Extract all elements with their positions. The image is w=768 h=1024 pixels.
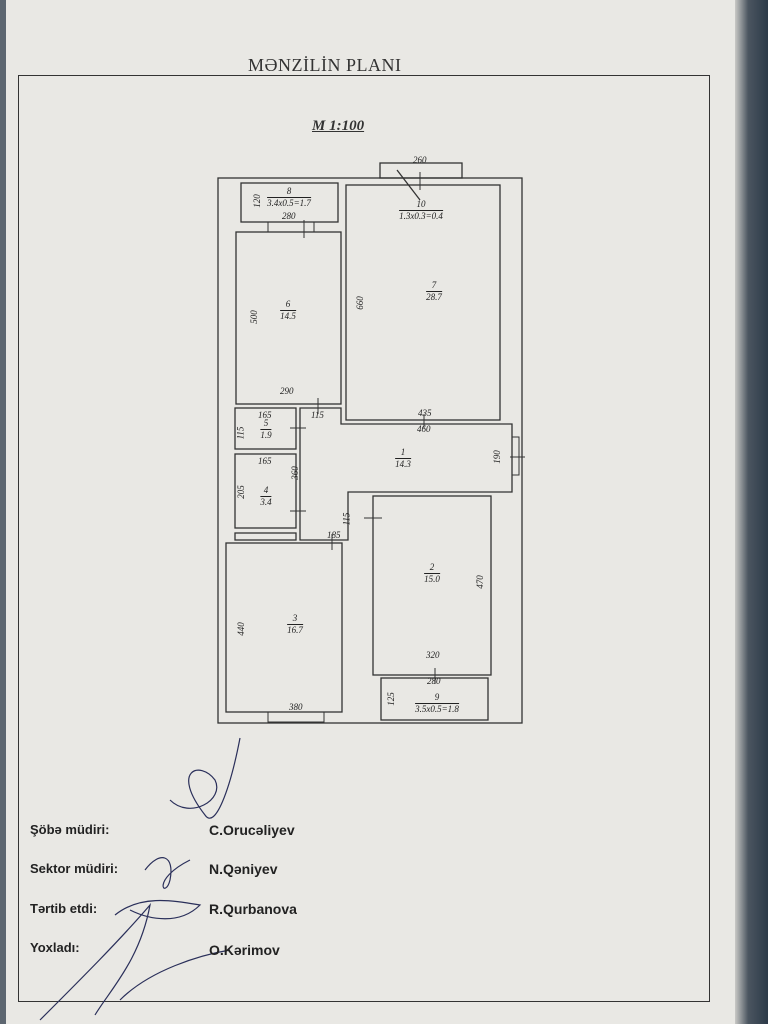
page-frame [18,75,710,1002]
dim: 205 [235,485,246,499]
signature-label: Tərtib etdi: [30,901,98,916]
outer-wall [217,177,523,724]
dim: 260 [413,155,427,165]
room-2 [372,495,492,676]
dim: 115 [311,410,324,420]
signature-scribbles [39,737,241,1021]
signature-label: Sektor müdiri: [30,861,119,876]
room-1-hall [299,407,513,541]
balcony-10 [379,162,463,179]
dim: 120 [251,194,262,208]
dim: 190 [491,450,502,464]
dim: 500 [248,310,259,324]
dim: 380 [289,702,303,712]
signature-name: R.Qurbanova [209,901,297,917]
background-edge [735,0,768,1024]
signature-label: Şöbə müdiri: [30,822,110,837]
page-title: MƏNZİLİN PLANI [248,55,402,75]
storage-strip [234,532,297,541]
dim: 280 [282,211,296,221]
door-marks [267,172,525,723]
dim: 115 [235,426,246,440]
dim: 185 [327,530,341,540]
room-7 [345,184,501,421]
dim: 165 [258,456,272,466]
signature-name: N.Qəniyev [209,861,278,877]
dim: 360 [289,466,300,480]
signature-name: C.Orucəliyev [209,822,295,838]
dim: 435 [418,408,432,418]
dim: 280 [427,676,441,686]
document-page [6,0,738,1024]
room-4 [234,453,297,529]
dim: 115 [341,512,352,526]
dim: 470 [474,575,485,589]
signature-label: Yoxladı: [30,940,80,955]
dim: 660 [354,296,365,310]
signature-name: O.Kərimov [209,942,280,958]
dim: 320 [426,650,440,660]
dim: 460 [417,424,431,434]
dim: 290 [280,386,294,396]
dim: 125 [385,692,396,706]
dim: 165 [258,410,272,420]
scale-label: M 1:100 [312,118,365,134]
dim: 440 [235,622,246,636]
